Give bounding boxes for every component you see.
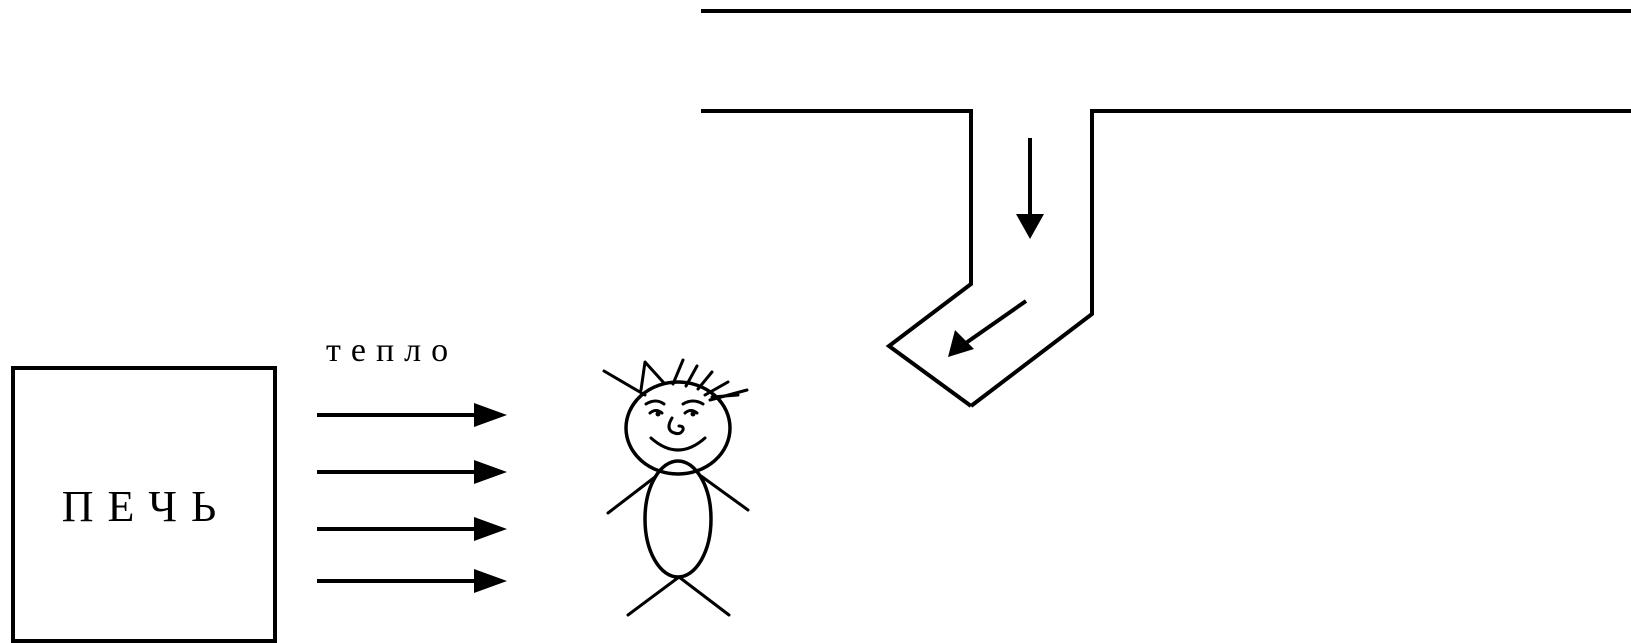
heat-arrows [317,403,507,593]
airflow-arrows [948,138,1044,357]
left-arm [606,475,657,515]
nose [667,416,685,436]
head [624,380,732,476]
duct-left-wall [701,109,973,408]
stove-label: ПЕЧЬ [62,482,231,531]
heat-label: тепло [326,332,458,369]
right-arrow-icon [317,517,507,541]
down-arrow-icon [1016,138,1044,239]
right-arrow-icon [317,569,507,593]
stove: ПЕЧЬ [11,366,277,643]
left-eye [648,409,664,415]
left-leg [626,575,681,617]
duct [701,9,1631,408]
right-eye [683,409,699,415]
stove-box [11,366,277,643]
mouth [649,436,707,452]
down-left-arrow-icon [948,299,1028,357]
right-arrow-icon [317,403,507,427]
right-leg [677,575,731,617]
right-arrow-icon [317,460,507,484]
right-arm [699,474,750,512]
stick-figure-icon [602,358,750,617]
duct-right-wall [969,109,1631,408]
hair [602,358,749,402]
